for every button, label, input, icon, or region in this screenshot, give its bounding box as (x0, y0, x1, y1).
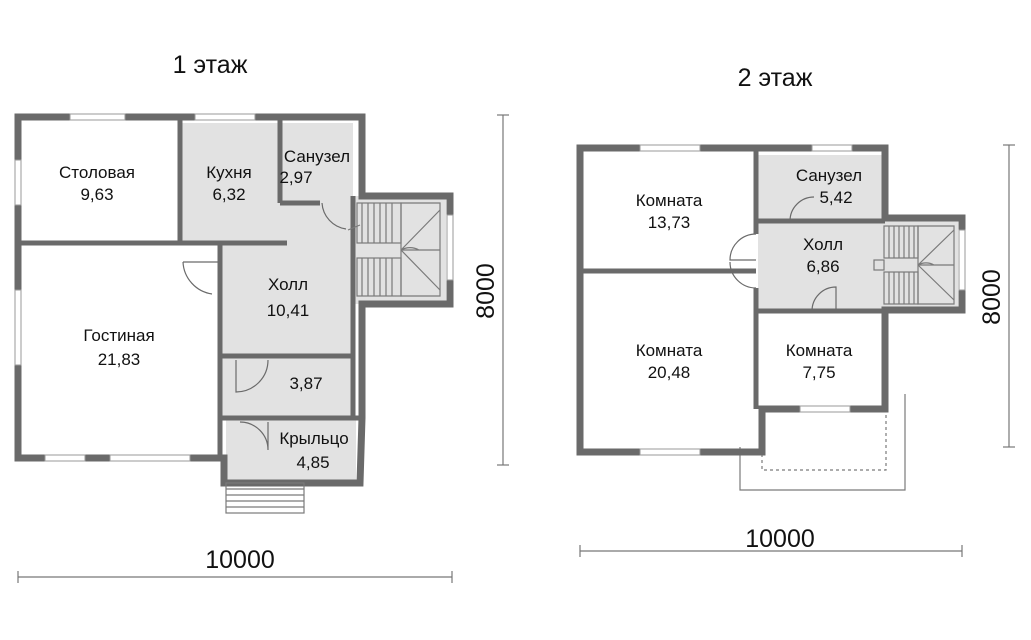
room-area: 4,85 (296, 453, 329, 472)
floor1-width-dim: 10000 (205, 546, 275, 574)
door-arc (235, 359, 269, 393)
porch-fill (226, 418, 356, 483)
hall1-fill (220, 203, 353, 354)
room-area: 20,48 (648, 363, 691, 382)
room-name: Холл (803, 235, 843, 254)
window (14, 289, 22, 366)
vestibule-fill (220, 354, 353, 418)
room-area: 21,83 (98, 350, 141, 369)
window (69, 113, 126, 121)
window (811, 144, 853, 152)
staircase-1 (347, 202, 441, 297)
room-name: Комната (636, 341, 703, 360)
room-name: Столовая (59, 163, 135, 182)
window (14, 159, 22, 206)
room-name: Кухня (206, 163, 252, 182)
room-name: Комната (786, 341, 853, 360)
porch-steps (225, 482, 305, 514)
room-area: 7,75 (802, 363, 835, 382)
door-arc (239, 421, 269, 451)
door-arc (182, 261, 213, 295)
window (639, 144, 701, 152)
room-name: Крыльцо (279, 429, 348, 448)
window (194, 113, 256, 121)
room-name: Холл (268, 275, 308, 294)
floor2-plan: 2 этаж Комната 13,73 Санузел 5,42 Холл 6… (576, 64, 1015, 557)
window (958, 229, 966, 291)
room-area: 9,63 (80, 185, 113, 204)
window (799, 405, 851, 413)
room-area: 10,41 (267, 301, 310, 320)
room-name: Санузел (796, 166, 862, 185)
hall2-fill (758, 221, 882, 311)
room-name: Комната (636, 191, 703, 210)
floor2-width-dim: 10000 (745, 525, 815, 553)
room-area: 5,42 (819, 188, 852, 207)
balcony-outline (739, 394, 906, 491)
door-arc (729, 261, 757, 289)
room-area: 3,87 (289, 374, 322, 393)
room-name: Гостиная (83, 326, 154, 345)
door-arc (789, 196, 815, 222)
room-name: Санузел (284, 147, 350, 166)
floor1-title: 1 этаж (173, 51, 248, 79)
balcony-inner (761, 412, 887, 471)
door-arc (321, 202, 347, 230)
room-area: 2,97 (279, 168, 312, 187)
staircase-2 (873, 225, 955, 305)
room-area: 6,86 (806, 257, 839, 276)
window (446, 214, 454, 281)
door-arc (811, 286, 837, 312)
window (109, 454, 191, 462)
floor2-title: 2 этаж (738, 64, 813, 92)
room-area: 13,73 (648, 213, 691, 232)
room-area: 6,32 (212, 185, 245, 204)
floor1-height-dim: 8000 (472, 263, 500, 319)
bathroom2-fill (758, 155, 882, 221)
window (639, 448, 701, 456)
door-arc (729, 233, 757, 261)
bathroom1-fill (280, 123, 353, 203)
floor1-plan: 1 этаж Столовая 9,63 Кухня 6,32 Санузел … (14, 51, 509, 583)
window (44, 454, 86, 462)
floor2-height-dim: 8000 (978, 269, 1006, 325)
